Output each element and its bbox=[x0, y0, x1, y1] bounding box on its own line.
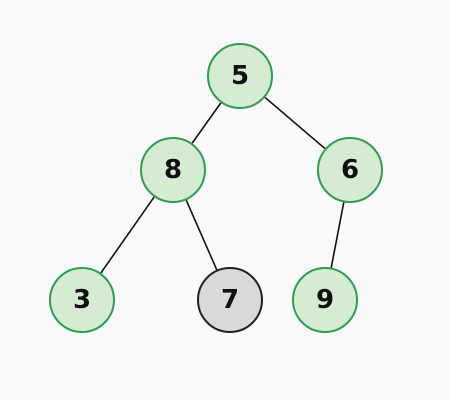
tree-node-highlighted-leaf: 7 bbox=[197, 267, 263, 333]
node-label: 9 bbox=[315, 285, 335, 315]
edge-5-to-8 bbox=[191, 102, 222, 144]
edge-8-to-7 bbox=[185, 199, 218, 271]
tree-node-root: 5 bbox=[207, 43, 273, 109]
edge-5-to-6 bbox=[264, 96, 326, 150]
node-label: 7 bbox=[220, 285, 240, 315]
node-label: 8 bbox=[163, 155, 183, 185]
tree-node-left-child: 8 bbox=[140, 137, 206, 203]
tree-node-leaf: 3 bbox=[49, 267, 115, 333]
tree-node-leaf: 9 bbox=[292, 267, 358, 333]
node-label: 5 bbox=[230, 61, 250, 91]
edge-6-to-9 bbox=[330, 202, 345, 268]
tree-node-right-child: 6 bbox=[317, 137, 383, 203]
node-label: 3 bbox=[72, 285, 92, 315]
node-label: 6 bbox=[340, 155, 360, 185]
edge-8-to-3 bbox=[100, 196, 155, 274]
